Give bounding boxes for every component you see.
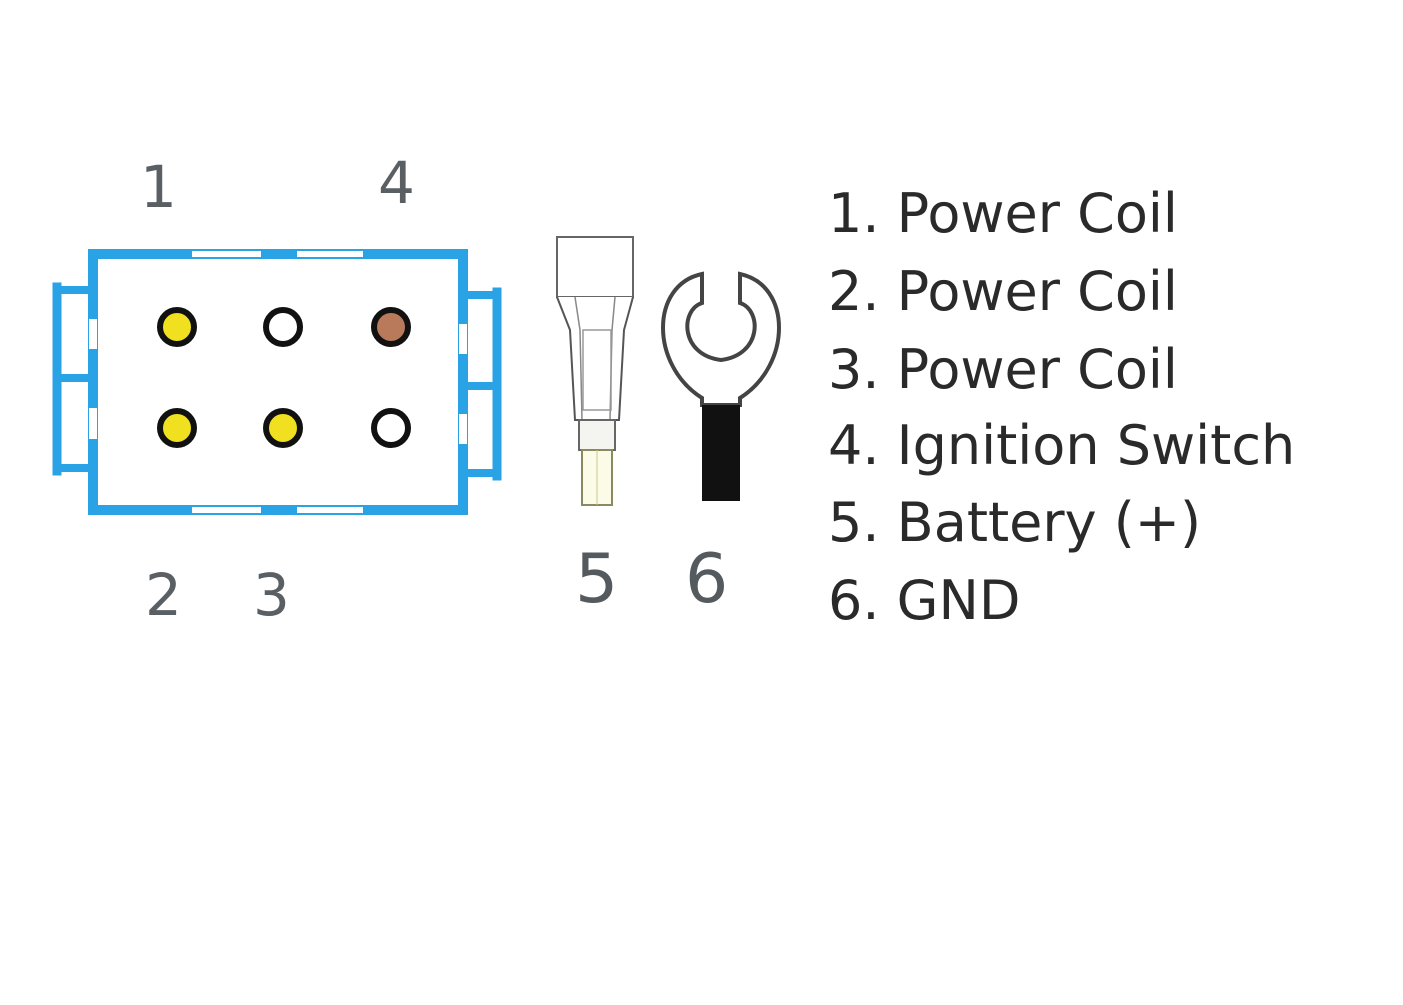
legend-item-1: 1. Power Coil [828, 182, 1178, 245]
pin-bottom-2 [263, 408, 303, 448]
legend-item-5: 5. Battery (+) [828, 491, 1201, 554]
pin-label-4: 4 [378, 149, 415, 217]
terminal-label-5: 5 [575, 540, 618, 619]
pin-top-1 [157, 307, 197, 347]
terminal-label-6: 6 [685, 540, 728, 619]
pin-label-1: 1 [140, 153, 177, 221]
connector-housing [52, 249, 502, 515]
bullet-terminal [556, 236, 634, 506]
pin-top-2 [263, 307, 303, 347]
legend-item-3: 3. Power Coil [828, 338, 1178, 401]
legend-item-4: 4. Ignition Switch [828, 414, 1295, 477]
legend-item-2: 2. Power Coil [828, 260, 1178, 323]
pin-label-3: 3 [253, 561, 290, 629]
fork-terminal [661, 271, 781, 501]
pin-top-3 [371, 307, 411, 347]
legend-item-6: 6. GND [828, 569, 1021, 632]
pin-bottom-1 [157, 408, 197, 448]
pin-bottom-3 [371, 408, 411, 448]
pin-label-2: 2 [145, 561, 182, 629]
pin-legend: 1. Power Coil 2. Power Coil 3. Power Coi… [828, 182, 1295, 632]
connector-pins [157, 307, 411, 448]
